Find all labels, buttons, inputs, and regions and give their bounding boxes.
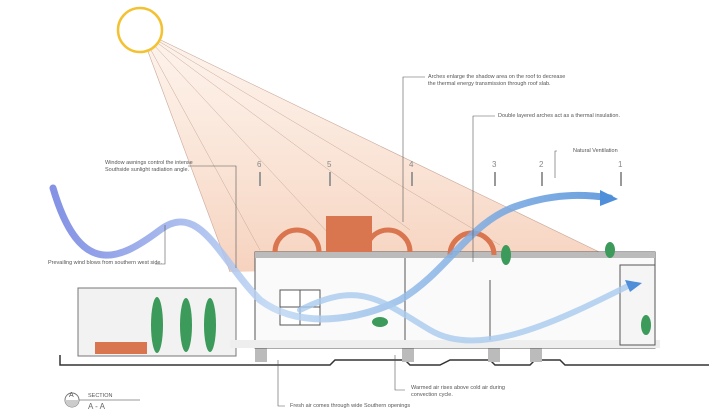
grid-marker-4: 4 <box>409 160 414 169</box>
section-title: SECTION <box>88 393 113 399</box>
annotation-arches-shadow: Arches enlarge the shadow area on the ro… <box>428 74 565 88</box>
footings <box>255 348 542 362</box>
sun-icon <box>116 6 164 54</box>
annotation-line-2: convection cycle. <box>411 392 453 398</box>
wind-flow-arrows <box>49 184 642 344</box>
section-symbol-letter: A <box>69 392 74 399</box>
grid-marker-5: 5 <box>327 160 332 169</box>
annotation-prevailing-wind: Prevailing wind blows from southern west… <box>48 260 163 266</box>
annotation-line-2: Southside sunlight radiation angle. <box>105 167 190 173</box>
grid-marker-2: 2 <box>539 160 544 169</box>
grid-marker-6: 6 <box>257 160 262 169</box>
wind-arrow-head-icon <box>625 280 642 292</box>
annotation-warmed-air: Warmed air rises above cold air during c… <box>411 385 505 399</box>
annotation-fresh-air: Fresh air comes through wide Southern op… <box>290 403 411 409</box>
annotation-natural-ventilation: Natural Ventilation <box>573 148 618 154</box>
annotation-line-1: Warmed air rises above cold air during <box>411 385 505 391</box>
annotation-line-1: Arches enlarge the shadow area on the ro… <box>428 74 566 80</box>
annotation-window-awnings: Window awnings control the intense South… <box>105 160 193 174</box>
annotation-line-2: the thermal energy transmission through … <box>428 81 551 87</box>
grid-marker-1: 1 <box>618 160 623 169</box>
ground-line <box>59 355 709 366</box>
section-name: A - A <box>88 402 105 411</box>
wind-arrow-head-icon <box>600 190 618 206</box>
annotation-double-arches: Double layered arches act as a thermal i… <box>498 113 620 119</box>
leader-lines <box>155 76 557 407</box>
sun-rays <box>139 29 621 273</box>
annotation-line-1: Window awnings control the intense <box>105 160 193 166</box>
grid-marker-lines <box>259 172 622 186</box>
roof-arches <box>272 216 497 256</box>
trees <box>151 242 651 353</box>
building <box>77 251 660 357</box>
section-symbol <box>64 392 140 408</box>
grid-marker-3: 3 <box>492 160 497 169</box>
